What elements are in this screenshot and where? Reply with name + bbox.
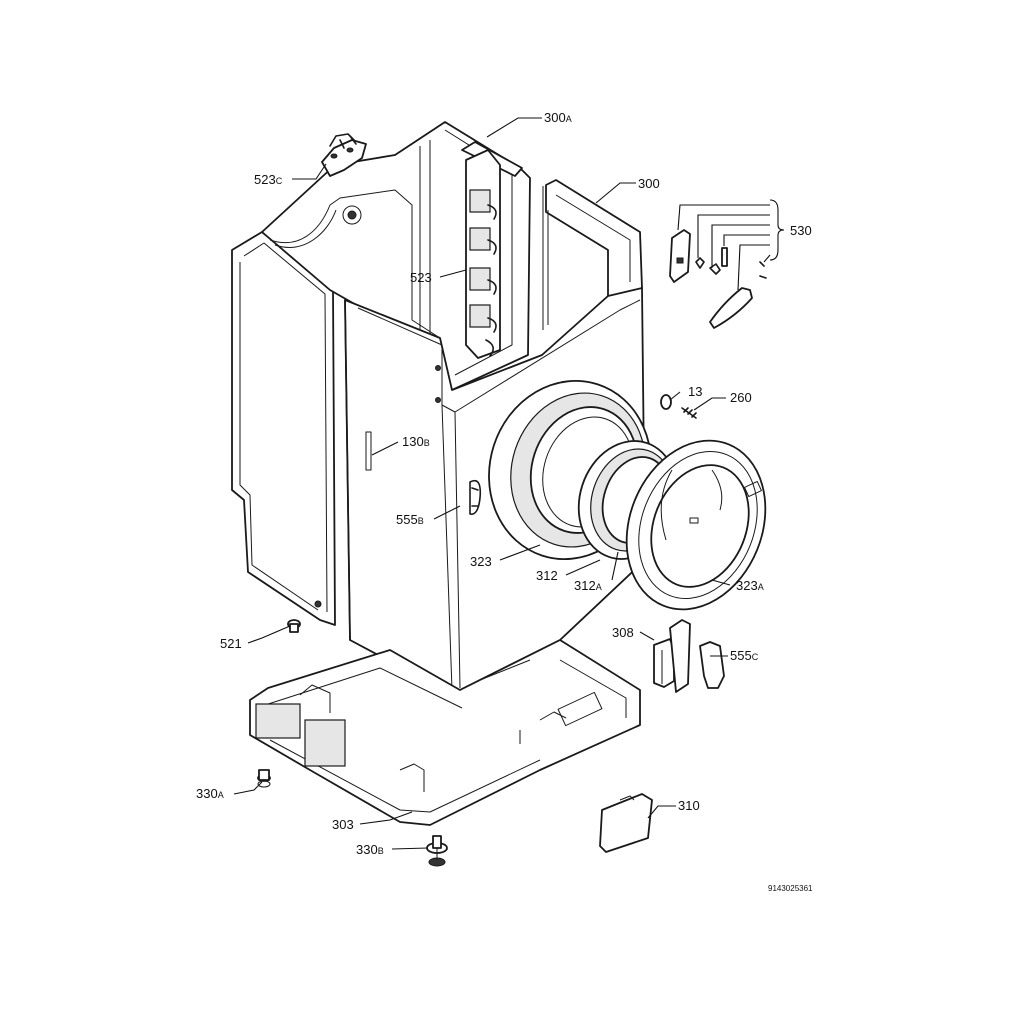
- cable-duct-523: [465, 149, 501, 359]
- label-323A: 323A: [736, 578, 764, 593]
- label-312A: 312A: [574, 578, 602, 593]
- filter-cover-310: [599, 793, 653, 853]
- label-300: 300: [638, 176, 660, 191]
- drawing-number: 9143025361: [768, 884, 813, 893]
- label-555B: 555B: [396, 512, 424, 527]
- screw-521: [287, 619, 301, 633]
- door-handle-kit-530: [669, 229, 767, 329]
- foot-330A: [257, 769, 271, 788]
- part-labels: 300A 523C 300 530 523 13 260 130B 555B 3…: [196, 110, 813, 893]
- leader-lines: [233, 117, 785, 850]
- label-523C: 523C: [254, 172, 283, 187]
- label-260: 260: [730, 390, 752, 405]
- label-312: 312: [536, 568, 558, 583]
- label-521: 521: [220, 636, 242, 651]
- label-300A: 300A: [544, 110, 572, 125]
- label-555C: 555C: [730, 648, 759, 663]
- spring-parts: [660, 394, 697, 419]
- foot-330B: [426, 835, 448, 867]
- hinge-cover-555C: [699, 641, 725, 689]
- label-130B: 130B: [402, 434, 430, 449]
- connector-523C: [321, 133, 367, 177]
- label-330B: 330B: [356, 842, 384, 857]
- door-hinge-308: [653, 619, 691, 693]
- left-side-panel: [231, 231, 336, 626]
- label-323: 323: [470, 554, 492, 569]
- label-310: 310: [678, 798, 700, 813]
- label-530: 530: [790, 223, 812, 238]
- label-308: 308: [612, 625, 634, 640]
- base-frame-303: [249, 639, 641, 826]
- label-330A: 330A: [196, 786, 224, 801]
- label-13: 13: [688, 384, 702, 399]
- label-303: 303: [332, 817, 354, 832]
- door-outer-ring-323A: [625, 439, 767, 611]
- label-523: 523: [410, 270, 432, 285]
